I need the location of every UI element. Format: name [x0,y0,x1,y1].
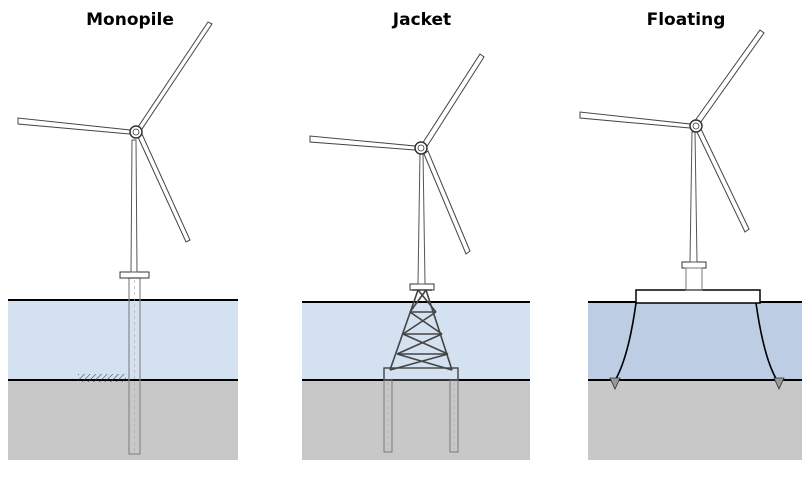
anchor-right [773,377,785,390]
panel-monopile [8,21,238,460]
blade-up [135,21,213,133]
seabed-layer [302,380,530,460]
water-layer [302,302,530,380]
blade-left [17,117,131,135]
water-layer [8,300,238,380]
anchor-left [609,377,621,390]
scour-protection [78,374,126,382]
mudline-frame [383,367,459,381]
seabed-layer [588,380,802,460]
seabed-layer [8,380,238,460]
transition-piece [119,271,150,279]
floating-platform [635,289,761,304]
title-floating: Floating [646,10,726,30]
blade-left [579,111,691,129]
tower [689,131,698,263]
transition-piece [409,283,435,291]
panel-floating [579,29,802,460]
blade-down [137,133,191,243]
title-jacket: Jacket [392,10,452,30]
blade-down [696,128,750,233]
tower [130,139,138,273]
tower [417,151,426,285]
mooring-line-right [755,302,779,383]
blade-down [423,150,471,255]
blade-left [309,135,416,151]
blade-up [421,53,485,149]
blade-up [693,29,765,127]
transition-piece [681,261,707,269]
pile-right [449,379,459,453]
water-layer [588,302,802,380]
panel-jacket [302,53,530,460]
title-monopile: Monopile [86,10,174,30]
mooring-line-left [613,302,637,383]
pile-left [383,379,393,453]
